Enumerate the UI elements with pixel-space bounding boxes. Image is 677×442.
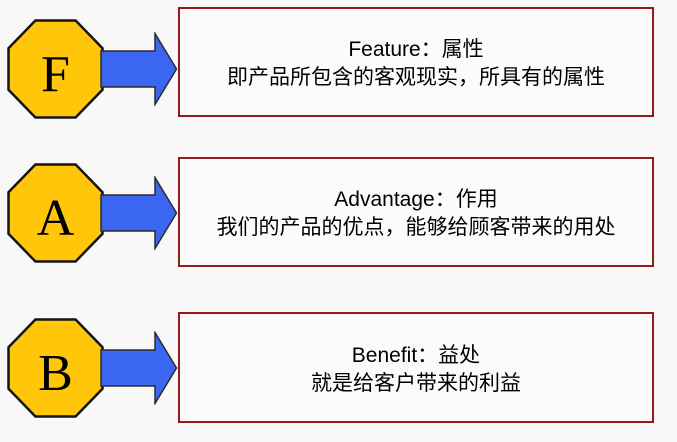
octagon-feature: F bbox=[7, 19, 104, 119]
octagon-letter-f: F bbox=[41, 45, 70, 103]
right-arrow-icon bbox=[100, 331, 178, 405]
octagon-shape-icon bbox=[7, 163, 104, 263]
text-box-advantage: Advantage：作用 我们的产品的优点，能够给顾客带来的用处 bbox=[178, 157, 654, 267]
advantage-description: 我们的产品的优点，能够给顾客带来的用处 bbox=[216, 216, 616, 239]
right-arrow-icon bbox=[100, 32, 178, 106]
feature-description: 即产品所包含的客观现实，所具有的属性 bbox=[227, 66, 605, 89]
octagon-shape-icon bbox=[7, 318, 104, 418]
octagon-letter-b: B bbox=[38, 344, 73, 402]
right-arrow-icon bbox=[100, 176, 178, 250]
octagon-letter-a: A bbox=[36, 189, 75, 247]
benefit-description: 就是给客户带来的利益 bbox=[311, 371, 521, 395]
octagon-benefit: B bbox=[7, 318, 104, 418]
feature-title: Feature：属性 bbox=[348, 38, 484, 61]
advantage-title: Advantage：作用 bbox=[334, 188, 498, 211]
text-box-feature: Feature：属性 即产品所包含的客观现实，所具有的属性 bbox=[178, 7, 654, 117]
text-box-benefit: Benefit：益处 就是给客户带来的利益 bbox=[178, 312, 654, 423]
octagon-shape-icon bbox=[7, 19, 104, 119]
octagon-advantage: A bbox=[7, 163, 104, 263]
benefit-title: Benefit：益处 bbox=[351, 343, 481, 367]
